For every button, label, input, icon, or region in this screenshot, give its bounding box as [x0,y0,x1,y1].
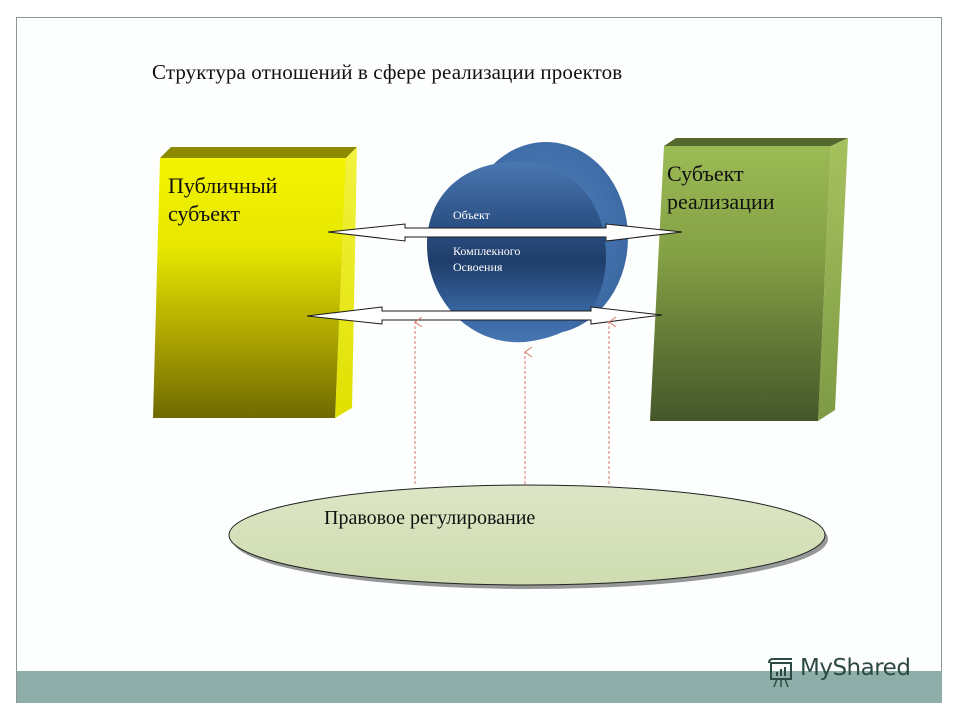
public-subject-line2: субъект [168,201,240,226]
object-label-line1: Объект [453,208,490,222]
dashed-arrows [415,322,609,484]
public-subject-block [153,147,357,418]
watermark-text: MyShared [800,655,911,681]
slide-title: Структура отношений в сфере реализации п… [152,60,623,84]
legal-regulation-label: Правовое регулирование [324,507,536,529]
implementation-subject-block [650,138,848,421]
myshared-logo-icon [768,658,792,688]
object-label-rest: Комплекного Освоения [453,243,520,275]
implementation-subject-line2: реализации [667,189,775,214]
public-subject-line1: Публичный [168,173,278,198]
object-label-line3: Освоения [453,260,503,274]
watermark: MyShared [766,655,911,681]
public-subject-label: Публичный субъект [168,172,277,228]
object-sphere [427,142,628,343]
implementation-subject-line1: Субъект [667,161,744,186]
object-label-line2: Комплекного [453,244,521,258]
legal-regulation-ellipse [228,484,828,589]
implementation-subject-label: Субъект реализации [667,160,775,216]
relation-arrow-bottom [306,306,663,325]
relation-arrow-top [327,223,683,242]
